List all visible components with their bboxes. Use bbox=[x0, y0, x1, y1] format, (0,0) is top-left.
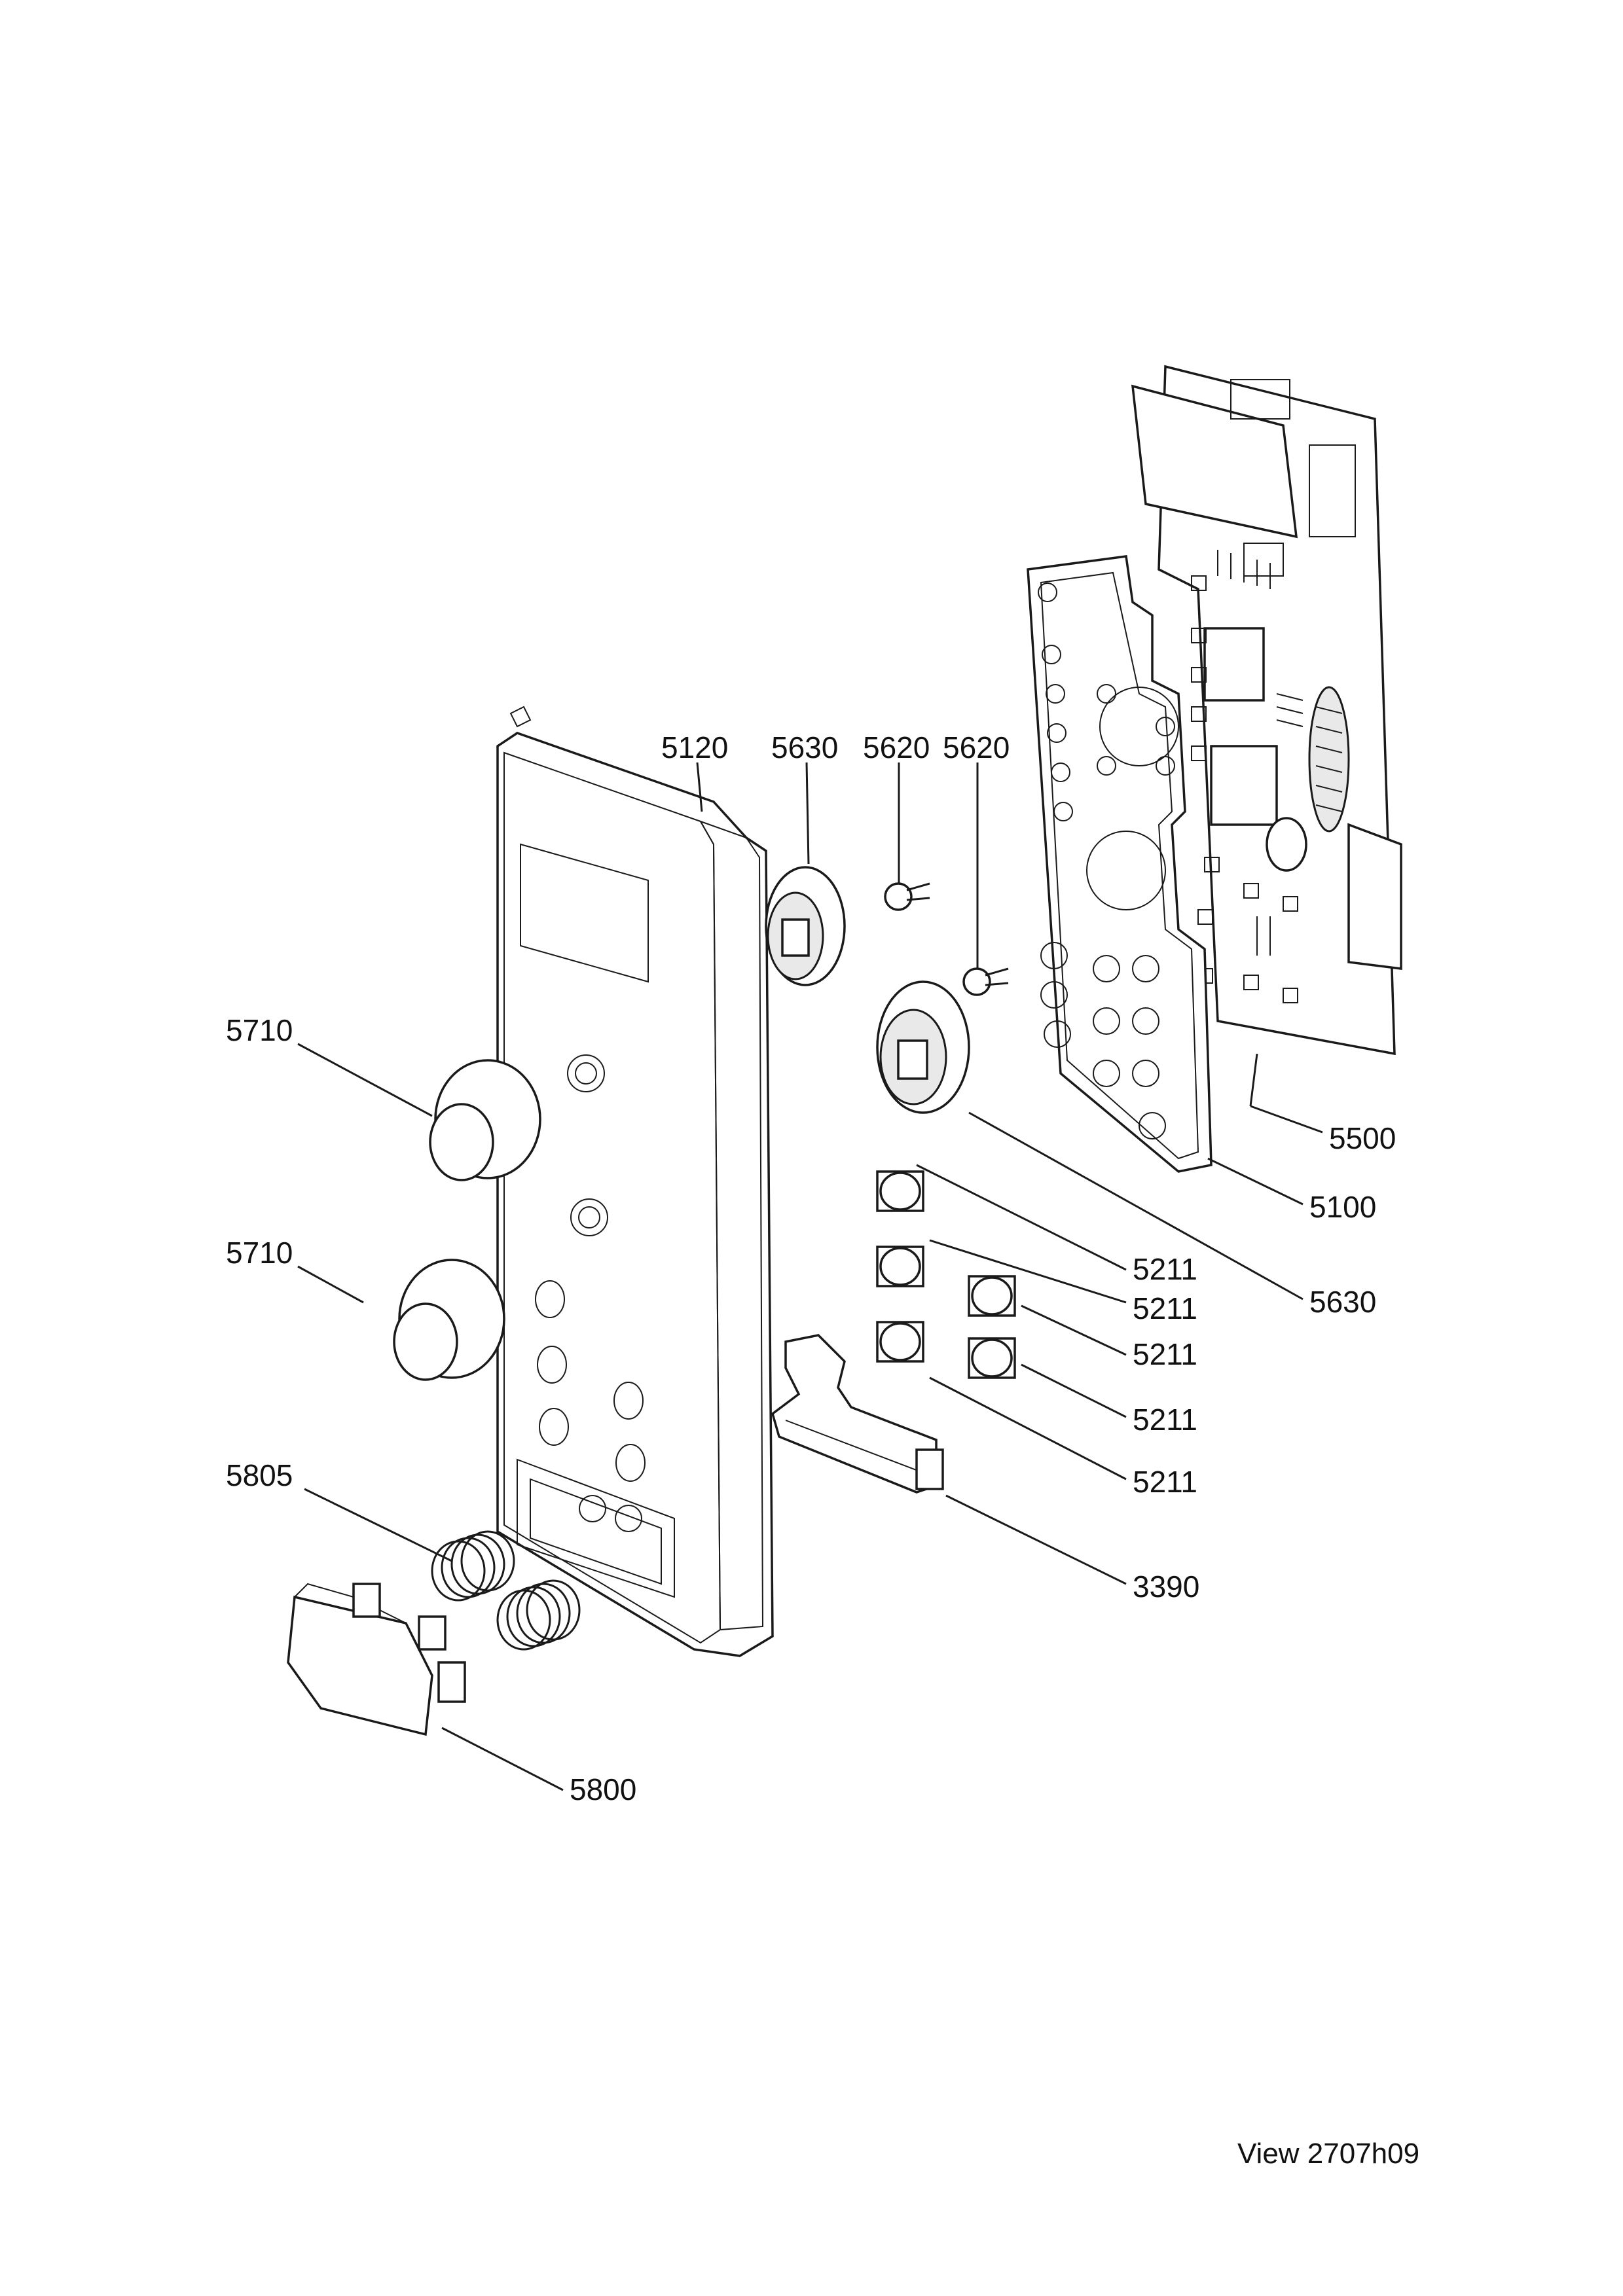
label-5211-b: 5211 bbox=[1133, 1291, 1197, 1325]
pushbutton-5211-d bbox=[968, 1275, 1016, 1317]
label-5100: 5100 bbox=[1309, 1190, 1376, 1224]
label-5630-right: 5630 bbox=[1309, 1285, 1376, 1319]
label-5211-a: 5211 bbox=[1133, 1252, 1197, 1286]
label-5120: 5120 bbox=[661, 730, 728, 764]
encoder-5630-lower bbox=[876, 980, 970, 1114]
knob-5710-upper bbox=[429, 1059, 541, 1181]
label-5620-b: 5620 bbox=[943, 730, 1010, 764]
label-5630-top: 5630 bbox=[771, 730, 838, 764]
encoder-5630-upper bbox=[765, 866, 846, 986]
keyboard-frame-5100 bbox=[1027, 555, 1213, 1173]
label-5500: 5500 bbox=[1329, 1121, 1396, 1155]
label-5620-a: 5620 bbox=[863, 730, 930, 764]
label-5710-lower: 5710 bbox=[226, 1236, 293, 1270]
label-5800: 5800 bbox=[570, 1772, 636, 1806]
label-5211-c: 5211 bbox=[1133, 1337, 1197, 1371]
door-lever-3390 bbox=[771, 1334, 944, 1494]
pcb-5500 bbox=[1131, 365, 1402, 1056]
label-5805: 5805 bbox=[226, 1458, 293, 1492]
pushbutton-5211-b bbox=[876, 1246, 924, 1287]
label-5211-d: 5211 bbox=[1133, 1403, 1197, 1437]
knob-5710-lower bbox=[393, 1259, 505, 1381]
front-panel-5120 bbox=[496, 706, 774, 1657]
label-5710-upper: 5710 bbox=[226, 1013, 293, 1047]
view-label: View 2707h09 bbox=[1237, 2138, 1419, 2170]
label-5211-e: 5211 bbox=[1133, 1465, 1197, 1499]
leader-lines bbox=[297, 762, 1323, 1791]
clip-5620-b bbox=[962, 967, 1009, 996]
pushbutton-5211-e bbox=[968, 1337, 1016, 1379]
label-3390: 3390 bbox=[1133, 1570, 1199, 1604]
clip-5620-a bbox=[884, 882, 930, 911]
spring-5805-a bbox=[431, 1530, 515, 1602]
door-release-button-5800 bbox=[287, 1583, 466, 1736]
pushbutton-5211-a bbox=[876, 1170, 924, 1212]
pushbutton-5211-c bbox=[876, 1321, 924, 1363]
spring-5805-b bbox=[496, 1579, 581, 1651]
